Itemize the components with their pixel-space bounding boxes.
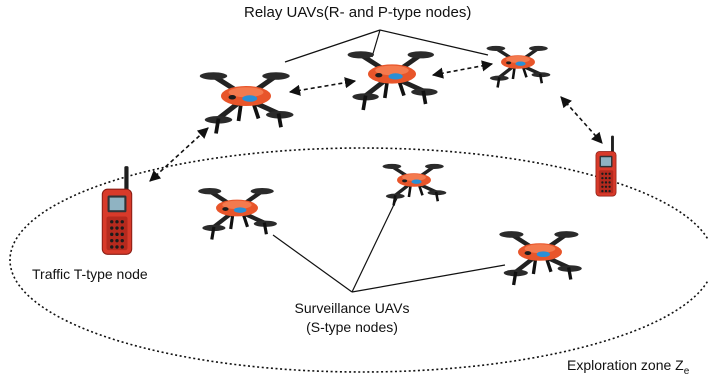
relay-connector-right <box>379 29 489 56</box>
relay-uav-1-icon <box>200 72 294 133</box>
surveillance-nodes-label: (S-type nodes) <box>306 319 398 335</box>
exploration-zone-text: Exploration zone Z <box>567 357 684 373</box>
surveillance-uav-3-icon <box>499 231 582 285</box>
surveillance-uavs-label: Surveillance UAVs <box>294 300 410 316</box>
surveillance-connector-left <box>272 234 353 293</box>
surveillance-connector-middle <box>351 191 401 293</box>
exploration-zone-subscript: e <box>683 365 690 377</box>
relay-uav-2-icon <box>348 51 438 110</box>
traffic-radio-left-icon <box>101 165 133 255</box>
surveillance-uav-1-icon <box>198 188 277 239</box>
exploration-zone-boundary <box>9 147 708 373</box>
surveillance-uav-2-icon <box>380 162 448 208</box>
exploration-zone-label: Exploration zone Ze <box>567 357 689 377</box>
traffic-radio-right-icon <box>595 135 617 197</box>
link-traffic-to-relay <box>149 127 209 182</box>
link-relay-to-radio <box>560 96 603 144</box>
surveillance-connector-right <box>351 264 506 293</box>
traffic-node-label: Traffic T-type node <box>32 266 148 282</box>
relay-connector-middle <box>371 29 381 58</box>
link-relay-1-to-relay-2 <box>288 77 357 96</box>
link-relay-2-to-relay-3 <box>431 60 494 79</box>
relay-uav-3-icon <box>484 44 552 90</box>
relay-uavs-label: Relay UAVs(R- and P-type nodes) <box>244 4 472 21</box>
relay-connector-left <box>284 29 381 63</box>
